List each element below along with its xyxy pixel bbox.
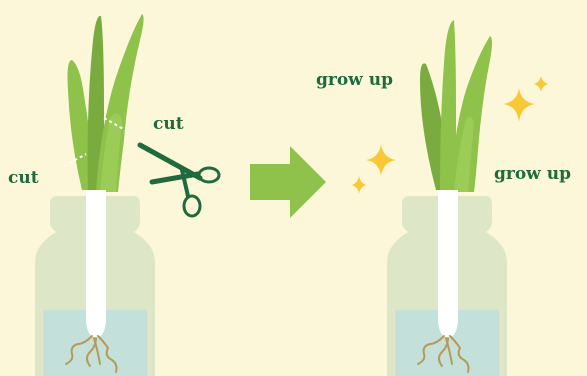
leaf [450,36,492,192]
jar-after [387,20,507,376]
arrow-right-icon [250,146,326,218]
cut-label-right: cut [153,116,184,133]
scissors-icon [140,145,219,216]
onion-bulb [86,190,106,338]
jar-before [35,14,155,376]
grow-up-label-right: grow up [494,166,571,183]
cut-label-left: cut [8,170,39,187]
grow-up-label-left: grow up [316,72,393,89]
onion-bulb [438,190,458,338]
